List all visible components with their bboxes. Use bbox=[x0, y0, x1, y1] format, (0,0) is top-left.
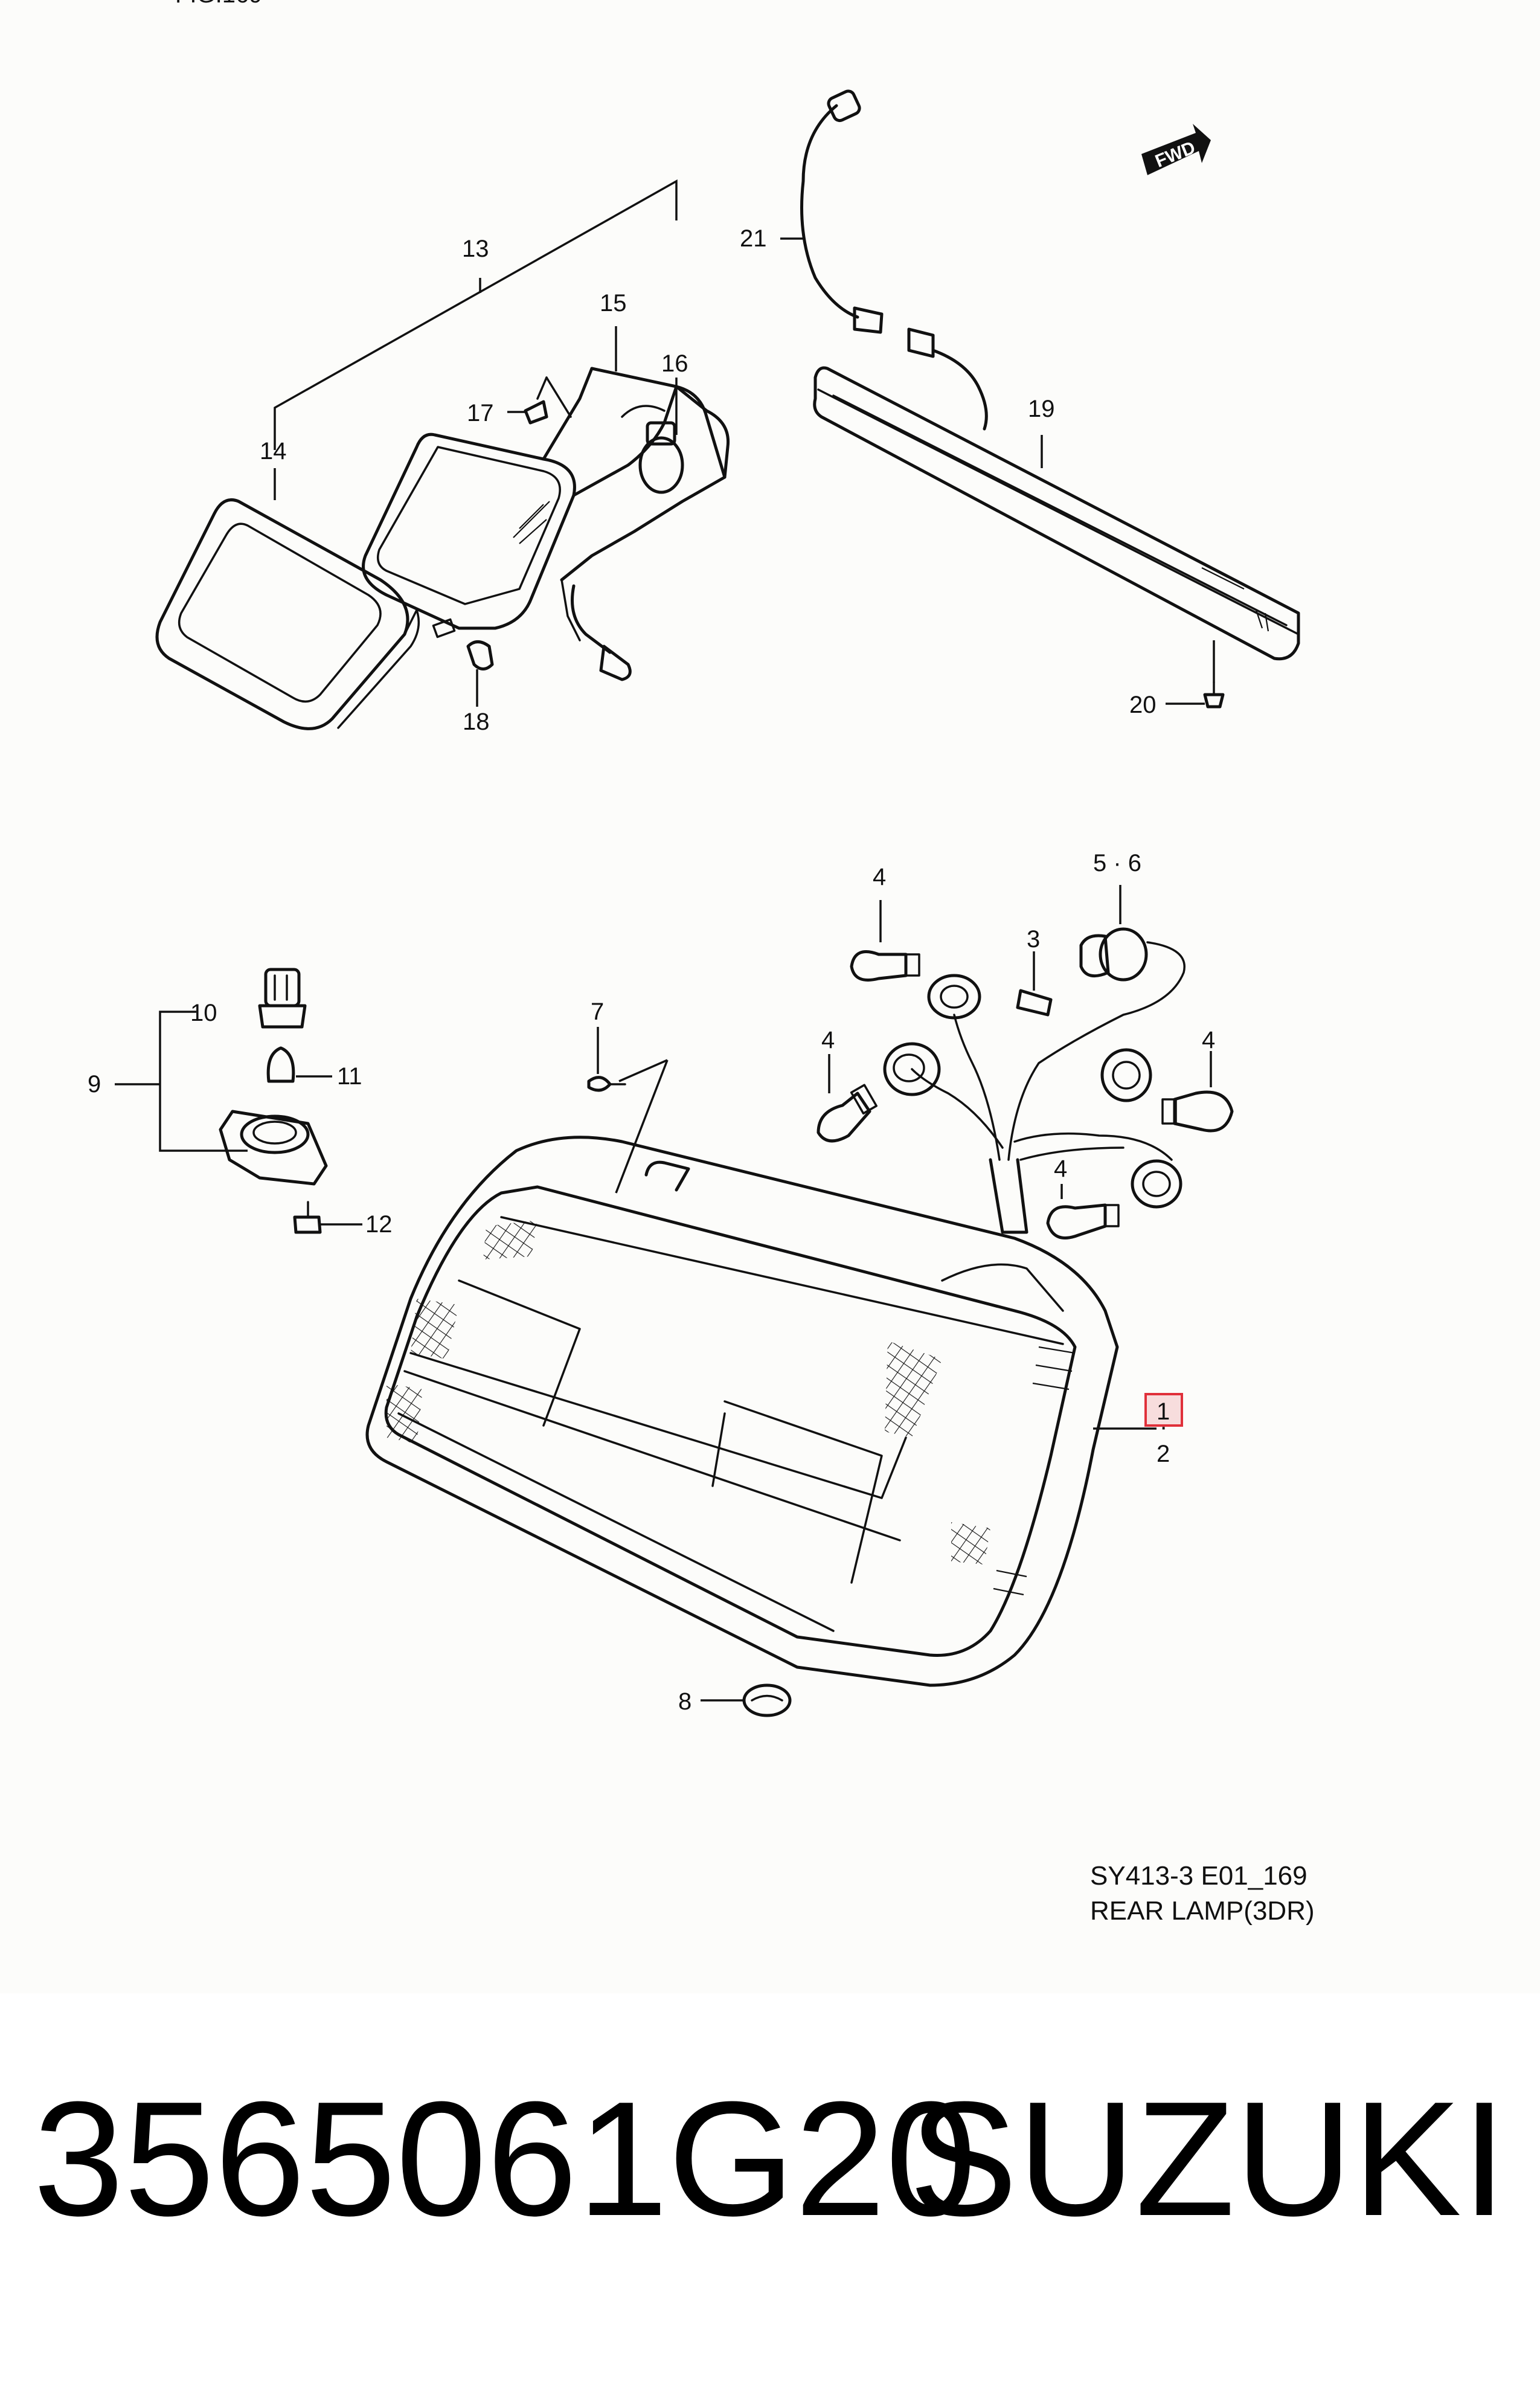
bulb-4-bottom bbox=[1046, 1203, 1120, 1239]
socket-lower-right bbox=[1131, 1159, 1182, 1209]
label-3: 3 bbox=[1027, 926, 1040, 953]
bulb-3 bbox=[1016, 989, 1053, 1017]
lamp-frame-14 bbox=[155, 498, 420, 730]
label-7: 7 bbox=[591, 998, 604, 1025]
highlight-box bbox=[1144, 1393, 1183, 1427]
clip-18 bbox=[466, 640, 494, 670]
label-16: 16 bbox=[661, 350, 688, 377]
license-lamp-housing bbox=[219, 1110, 328, 1186]
bulb-4-right bbox=[1161, 1090, 1234, 1133]
grommet-8 bbox=[742, 1683, 792, 1717]
brand-name: SUZUKI bbox=[908, 2068, 1507, 2250]
label-20: 20 bbox=[1129, 692, 1157, 718]
socket-middle-left bbox=[883, 1042, 941, 1096]
lamp-wire-pigtail bbox=[432, 584, 632, 681]
diagram-title: REAR LAMP(3DR) bbox=[1090, 1896, 1315, 1926]
socket-10 bbox=[258, 968, 307, 1029]
label-21: 21 bbox=[740, 225, 767, 252]
bracket-9 bbox=[115, 1011, 248, 1152]
screw-12 bbox=[293, 1201, 322, 1234]
label-15: 15 bbox=[600, 290, 627, 317]
figure-header-fragment: FIG.169 bbox=[175, 0, 263, 8]
bulb-11 bbox=[266, 1046, 295, 1083]
label-4-left: 4 bbox=[821, 1027, 835, 1053]
screw-20 bbox=[1203, 640, 1225, 709]
socket-upper-left bbox=[927, 974, 981, 1020]
label-14: 14 bbox=[260, 438, 287, 465]
label-4-top: 4 bbox=[873, 864, 886, 890]
screw-7 bbox=[587, 1027, 669, 1194]
label-2: 2 bbox=[1157, 1441, 1170, 1467]
footer-band bbox=[0, 1993, 1540, 2392]
bulb-4-left bbox=[817, 1084, 878, 1143]
label-10: 10 bbox=[190, 1000, 217, 1026]
label-18: 18 bbox=[463, 709, 490, 735]
label-19: 19 bbox=[1028, 396, 1055, 422]
label-1: 1 bbox=[1157, 1398, 1170, 1425]
parts-diagram-panel: FIG.169 FWD 13 14 15 16 bbox=[88, 0, 1315, 1926]
label-8: 8 bbox=[678, 1688, 691, 1715]
forward-arrow-icon: FWD bbox=[1141, 124, 1211, 175]
bulb-4-top bbox=[850, 950, 920, 982]
label-4-right: 4 bbox=[1202, 1027, 1215, 1053]
socket-harness bbox=[911, 941, 1185, 1234]
highlight-fill bbox=[1147, 1395, 1181, 1424]
rear-lamp-exploded-diagram: FIG.169 FWD 13 14 15 16 bbox=[88, 0, 1315, 1926]
screw-17 bbox=[524, 376, 572, 425]
label-9: 9 bbox=[88, 1071, 101, 1098]
rear-combination-lamp-1 bbox=[365, 1136, 1119, 1687]
harness-21 bbox=[800, 89, 988, 431]
socket-right bbox=[1100, 1048, 1152, 1102]
label-13: 13 bbox=[462, 236, 489, 262]
socket-top-right-5-6 bbox=[1079, 927, 1148, 982]
label-dot: · bbox=[1160, 1413, 1167, 1440]
label-12: 12 bbox=[365, 1211, 393, 1238]
bracket-13 bbox=[274, 179, 678, 450]
diagram-code: SY413-3 E01_169 bbox=[1090, 1861, 1307, 1891]
stop-lamp-bar-19 bbox=[813, 366, 1300, 661]
label-11: 11 bbox=[337, 1063, 362, 1090]
label-4-bottom: 4 bbox=[1054, 1156, 1067, 1182]
part-number: 3565061G20 bbox=[33, 2068, 977, 2250]
label-5-6: 5 · 6 bbox=[1093, 850, 1141, 876]
bulb-16 bbox=[621, 405, 684, 494]
label-17: 17 bbox=[467, 400, 494, 426]
